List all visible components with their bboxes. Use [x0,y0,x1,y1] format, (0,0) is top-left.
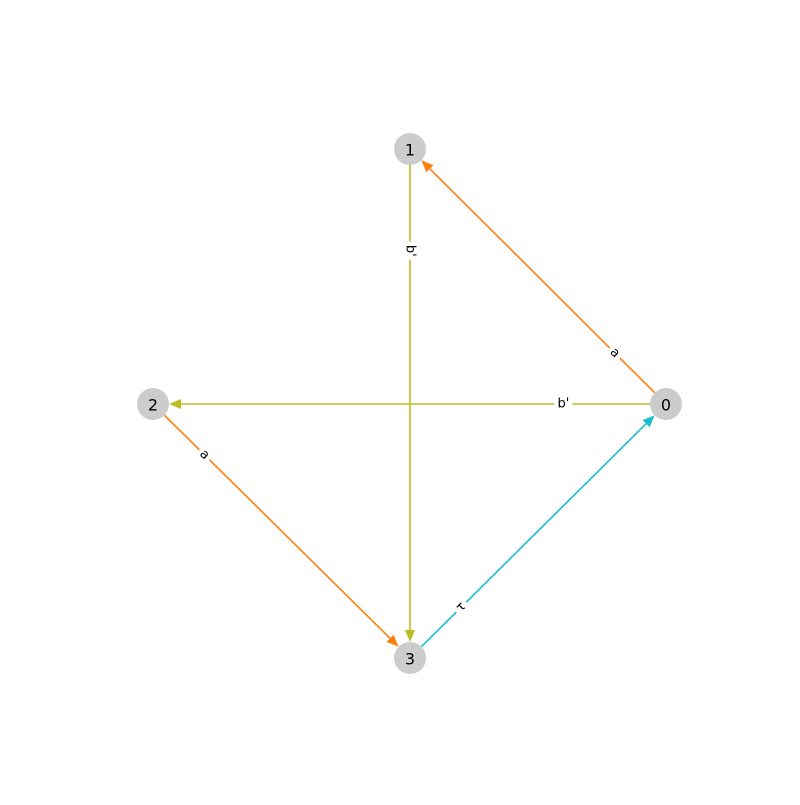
node-3: 3 [394,642,426,674]
node-circle [137,388,169,420]
edge-label-layer: a b' b' a τ [193,241,626,619]
node-1: 1 [394,133,426,165]
node-2: 2 [137,388,169,420]
edge-line [163,414,391,639]
edge-label-text: b' [557,397,569,412]
edge-line [429,168,656,394]
edge-label-text: b' [403,245,418,257]
edge-label: b' [554,395,573,413]
edge-label: a [193,443,216,466]
node-0: 0 [650,388,682,420]
edge-layer [163,160,656,648]
arrowhead-icon [169,399,181,409]
edge-label: b' [401,241,419,260]
edge-label-bg [450,596,473,619]
node-label: 1 [405,141,415,160]
edge-label-bg [193,443,216,466]
arrowhead-icon [405,630,415,642]
edge-label-bg [603,342,626,364]
edge-label-bg [401,241,419,260]
node-layer: 0 1 2 3 [137,133,682,674]
arrowhead-icon [386,634,399,647]
node-label: 3 [405,650,415,669]
node-circle [394,133,426,165]
edge-label: a [603,342,626,364]
node-circle [650,388,682,420]
arrowhead-icon [421,160,434,173]
edge-label-bg [554,395,573,413]
arrowhead-icon [642,415,655,428]
node-label: 2 [148,396,158,415]
node-label: 0 [661,396,671,415]
edge-line [420,423,647,648]
edge-label: τ [450,596,473,619]
node-circle [394,642,426,674]
